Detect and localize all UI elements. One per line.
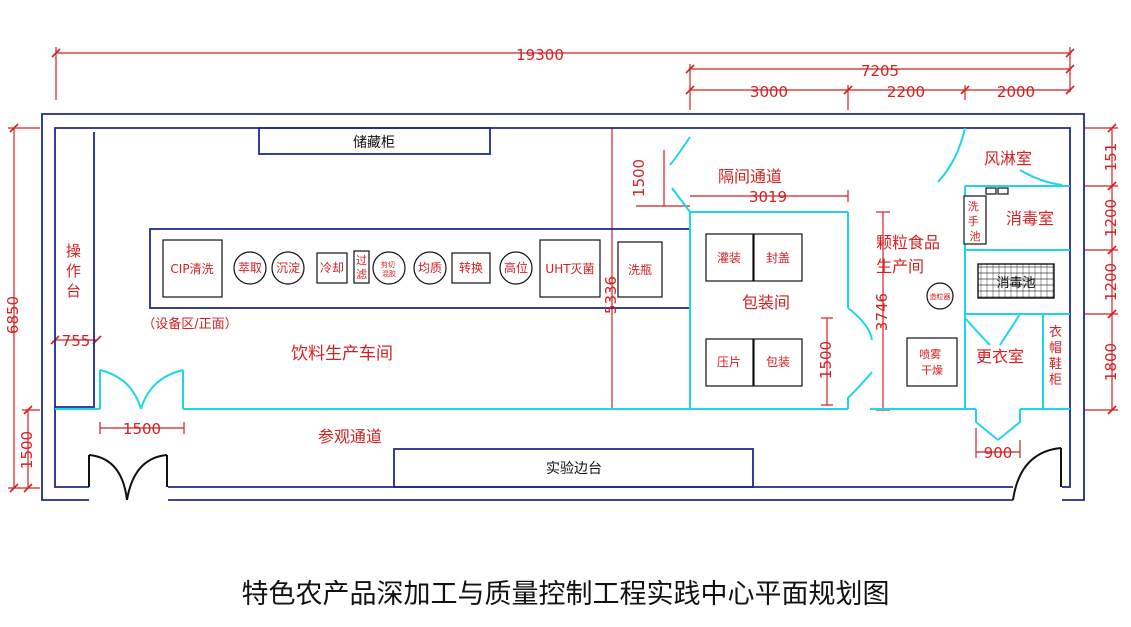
disinfect-pool-shape <box>977 263 1055 299</box>
label-beverage-hall: 饮料生产车间 <box>291 344 393 364</box>
label-corridor: 参观通道 <box>318 427 382 446</box>
label-changing: 更衣室 <box>976 347 1024 366</box>
plan-title: 特色农产品深加工与质量控制工程实践中心平面规划图 <box>241 579 890 610</box>
dim-3000: 3000 <box>750 83 788 101</box>
eq-extract: 萃取 <box>238 261 262 275</box>
dim-2000: 2000 <box>997 83 1035 101</box>
dimension-lines <box>8 47 1118 489</box>
label-equipment-note: （设备区/正面） <box>142 316 237 332</box>
room-labels: 饮料生产车间 （设备区/正面） 参观通道 隔间通道 包装间 风淋室 消毒室 更衣… <box>66 149 1066 446</box>
dim-755: 755 <box>62 332 91 350</box>
label-air-shower: 风淋室 <box>984 149 1032 168</box>
label-lab-bench: 实验边台 <box>546 461 602 477</box>
dim-19300: 19300 <box>516 46 564 64</box>
dim-900: 900 <box>984 444 1013 462</box>
label-granule-room: 颗粒食品 生产间 <box>876 233 945 276</box>
eq-high-tank: 高位 <box>504 260 528 275</box>
dim-1200-b: 1200 <box>1102 263 1120 301</box>
eq-filter: 过 滤 <box>356 254 371 281</box>
eq-disinfect-pool: 消毒池 <box>996 276 1035 291</box>
eq-uht: UHT灭菌 <box>545 262 594 276</box>
dim-1500-aisle: 1500 <box>630 159 648 197</box>
eq-hand-wash: 洗 手 池 <box>968 200 983 243</box>
eq-settle: 沉淀 <box>276 261 300 275</box>
dim-1500-door: 1500 <box>123 420 161 438</box>
dim-151: 151 <box>1102 143 1120 172</box>
equipment-shapes <box>162 187 1009 387</box>
dim-2200: 2200 <box>887 83 925 101</box>
label-storage: 储藏柜 <box>353 135 395 151</box>
label-disinfect-room: 消毒室 <box>1006 209 1054 228</box>
eq-capping: 封盖 <box>766 251 790 265</box>
eq-cool: 冷却 <box>320 261 344 275</box>
furniture-labels: 储藏柜 实验边台 <box>353 135 602 477</box>
label-console: 操 作 台 <box>66 242 86 300</box>
dim-5336: 5336 <box>602 276 620 314</box>
dim-1500-pkg: 1500 <box>817 341 835 379</box>
label-wardrobe: 衣 帽 鞋 柜 <box>1049 324 1066 388</box>
dimension-labels: 19300 7205 3000 2200 2000 3019 755 1500 … <box>4 46 1120 469</box>
dim-1800: 1800 <box>1102 343 1120 381</box>
eq-pack: 包装 <box>766 355 790 369</box>
eq-transfer: 转换 <box>459 260 483 275</box>
dim-3746: 3746 <box>873 293 891 331</box>
dim-1500-bottom: 1500 <box>18 431 36 469</box>
walls <box>41 113 1085 501</box>
label-packaging: 包装间 <box>742 293 790 312</box>
eq-spray-dry: 喷雾 干燥 <box>919 348 945 377</box>
eq-bottle-wash: 洗瓶 <box>628 263 652 277</box>
eq-cip: CIP清洗 <box>170 262 213 276</box>
eq-shear: 剪切 混胶 <box>381 260 397 278</box>
dim-1200-a: 1200 <box>1102 199 1120 237</box>
dim-3019: 3019 <box>749 188 787 206</box>
eq-homog: 均质 <box>418 261 442 275</box>
entrance-doors <box>88 447 1062 501</box>
equipment-labels: CIP清洗 萃取 沉淀 冷却 过 滤 剪切 混胶 均质 转换 高位 UHT灭菌 … <box>170 200 1035 377</box>
label-aisle: 隔间通道 <box>718 167 782 186</box>
eq-filling: 灌装 <box>717 251 741 265</box>
dim-6850: 6850 <box>4 296 22 334</box>
dim-7205: 7205 <box>861 62 899 80</box>
eq-granulator: 造粒器 <box>930 292 951 301</box>
eq-press: 压片 <box>717 355 741 369</box>
